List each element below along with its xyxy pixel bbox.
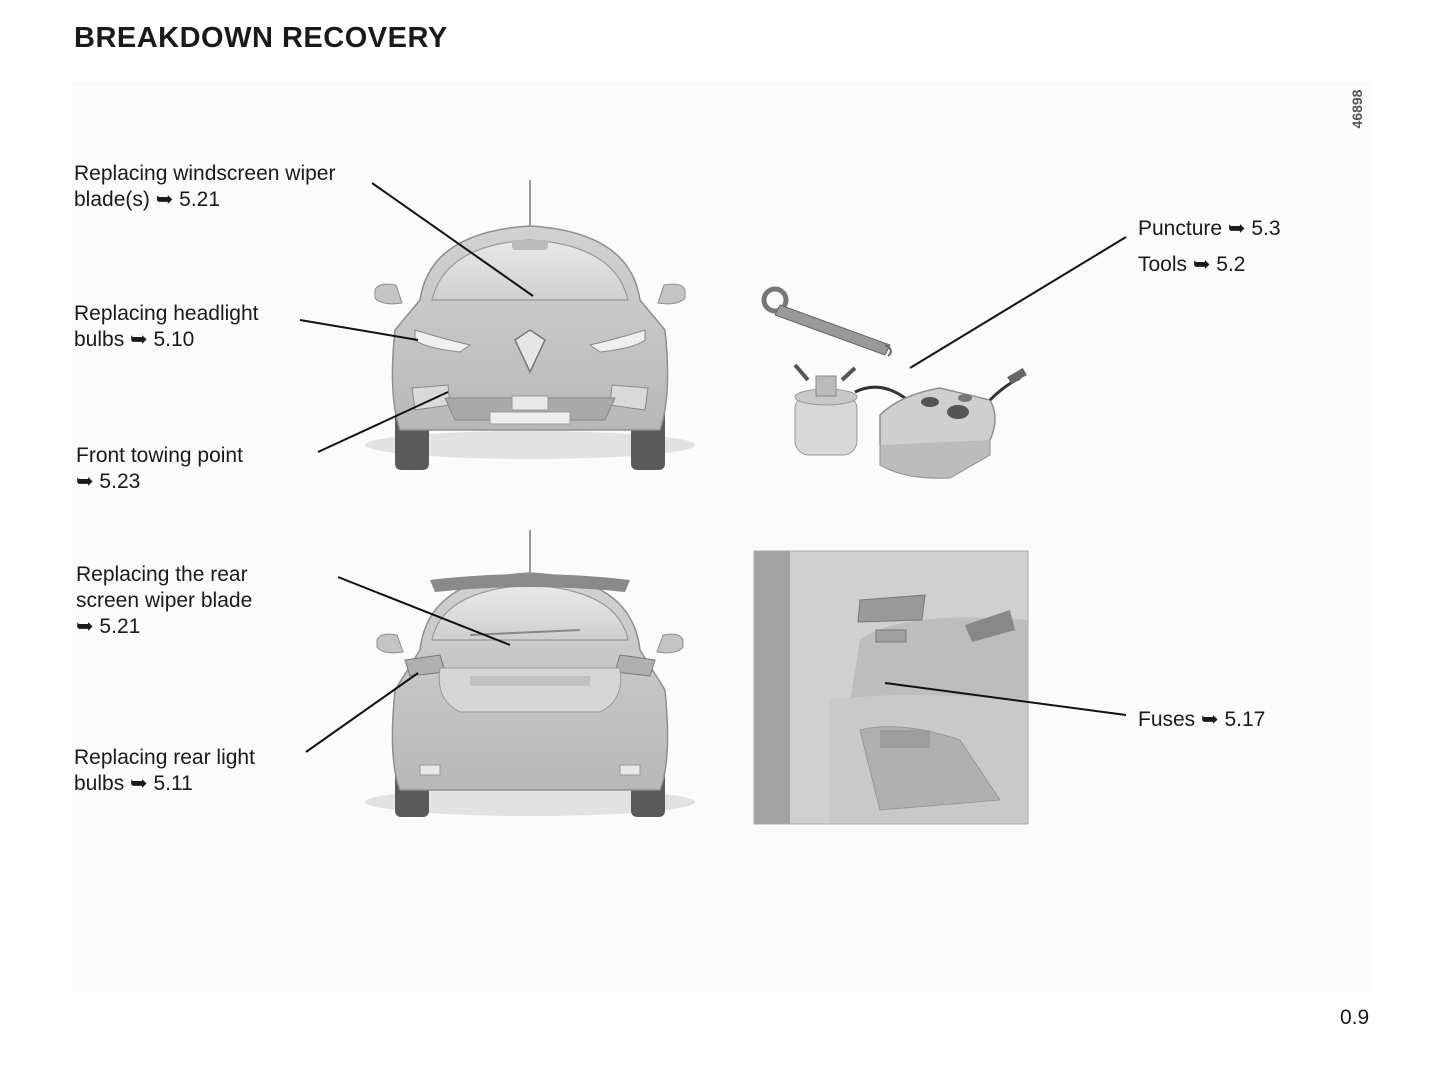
fuse-box-illustration (753, 550, 1029, 825)
callout-rear-wiper: Replacing the rear screen wiper blade ➥ … (76, 562, 329, 640)
illustration-panel (72, 82, 1372, 992)
callout-line: blade(s) ➥ 5.21 (74, 188, 221, 211)
callout-line: bulbs ➥ 5.11 (74, 772, 193, 795)
callout-line: Replacing the rear (76, 563, 248, 586)
callout-windscreen-wiper: Replacing windscreen wiper blade(s) ➥ 5.… (74, 161, 364, 213)
callout-line: Replacing rear light (74, 746, 255, 769)
callout-rear-light: Replacing rear light bulbs ➥ 5.11 (74, 745, 292, 797)
callout-line: bulbs ➥ 5.10 (74, 328, 195, 351)
callout-headlight: Replacing headlight bulbs ➥ 5.10 (74, 301, 292, 353)
callout-tools: Tools ➥ 5.2 (1138, 253, 1246, 276)
tools-illustration (761, 286, 1027, 479)
page-number: 0.9 (1340, 1006, 1370, 1029)
callout-line: ➥ 5.21 (76, 615, 141, 638)
car-front-view (365, 180, 695, 470)
callout-line: Front towing point (76, 444, 243, 467)
callout-fuses: Fuses ➥ 5.17 (1138, 708, 1266, 731)
page-title: BREAKDOWN RECOVERY (74, 22, 448, 54)
callout-line: ➥ 5.23 (76, 470, 141, 493)
callout-puncture: Puncture ➥ 5.3 (1138, 217, 1281, 240)
car-rear-view (365, 530, 695, 817)
callout-line: Replacing headlight (74, 302, 259, 325)
callout-front-towing-point: Front towing point ➥ 5.23 (76, 443, 312, 495)
callout-line: Replacing windscreen wiper (74, 162, 336, 185)
callout-line: screen wiper blade (76, 589, 253, 612)
leader-lines (299, 182, 1127, 753)
